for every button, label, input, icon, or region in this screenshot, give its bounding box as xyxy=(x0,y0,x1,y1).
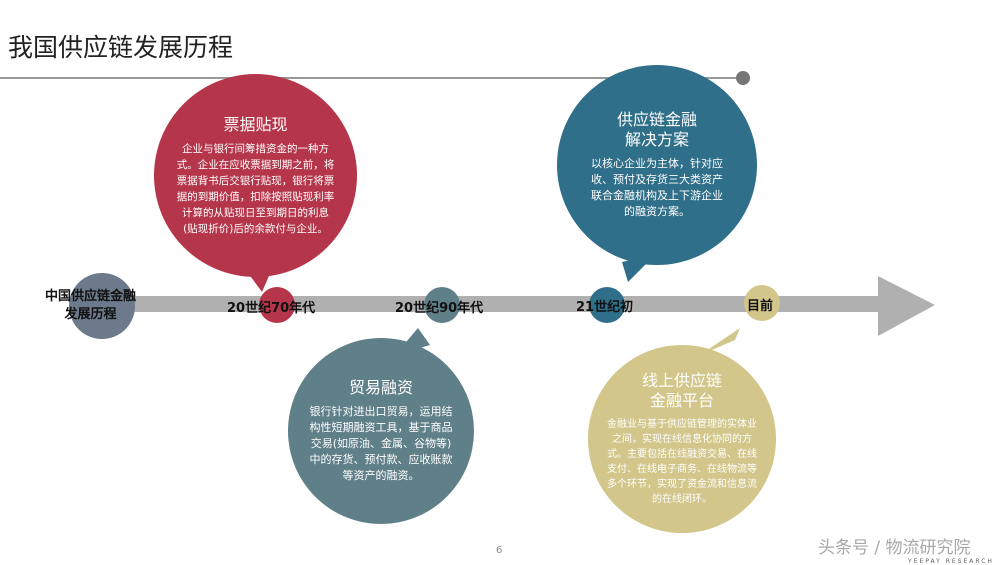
bubble-heading: 票据贴现 xyxy=(223,114,288,134)
node-1 xyxy=(259,287,295,323)
bubble-trade-finance: 贸易融资 银行针对进出口贸易，运用结构性短期融资工具，基于商品交易(如原油、金属… xyxy=(288,338,474,524)
node-4 xyxy=(744,285,780,321)
stage-label-2: 20世纪90年代 xyxy=(395,301,484,316)
bubble-text: 银行针对进出口贸易，运用结构性短期融资工具，基于商品交易(如原油、金属、谷物等)… xyxy=(309,405,453,482)
underline-dot xyxy=(736,71,750,85)
bubble-heading: 线上供应链金融平台 xyxy=(641,371,722,410)
stage-label-1: 20世纪70年代 xyxy=(227,301,316,316)
bubble-tail-4 xyxy=(700,328,740,355)
start-node xyxy=(69,273,135,339)
bubble-heading: 供应链金融解决方案 xyxy=(616,110,697,149)
start-label-line1: 中国供应链金融 xyxy=(45,289,137,304)
node-2 xyxy=(424,287,460,323)
start-label: 中国供应链金融 发展历程 xyxy=(45,288,136,324)
bubble-online-platform: 线上供应链金融平台 金融业与基于供应链管理的实体业之间，实现在线信息化协同的方式… xyxy=(588,345,776,533)
bubble-bill-discount: 票据贴现 企业与银行间筹措资金的一种方式。企业在应收票据到期之前，将票据背书后交… xyxy=(154,74,357,277)
title-underline xyxy=(0,77,742,79)
watermark-sub: YEEPAY RESEARCH xyxy=(908,558,994,565)
page-number: 6 xyxy=(496,545,503,556)
watermark-text: 头条号 / 物流研究院 xyxy=(818,538,971,558)
stage-label-4: 目前 xyxy=(747,299,774,314)
page-title: 我国供应链发展历程 xyxy=(8,33,234,62)
bubble-text: 以核心企业为主体，针对应收、预付及存货三大类资产联合金融机构及上下游企业的融资方… xyxy=(591,157,723,218)
bubble-text: 企业与银行间筹措资金的一种方式。企业在应收票据到期之前，将票据背书后交银行贴现，… xyxy=(176,142,335,235)
bubble-heading: 贸易融资 xyxy=(348,378,413,397)
stage-label-3: 21世纪初 xyxy=(576,300,634,315)
watermark: 头条号 / 物流研究院 YEEPAY RESEARCH xyxy=(818,533,994,565)
bubble-text: 金融业与基于供应链管理的实体业之间，实现在线信息化协同的方式。主要包括在线融资交… xyxy=(607,419,757,505)
bubble-scf-solution: 供应链金融解决方案 以核心企业为主体，针对应收、预付及存货三大类资产联合金融机构… xyxy=(557,65,757,265)
start-label-line2: 发展历程 xyxy=(64,307,117,322)
node-3 xyxy=(589,287,625,323)
